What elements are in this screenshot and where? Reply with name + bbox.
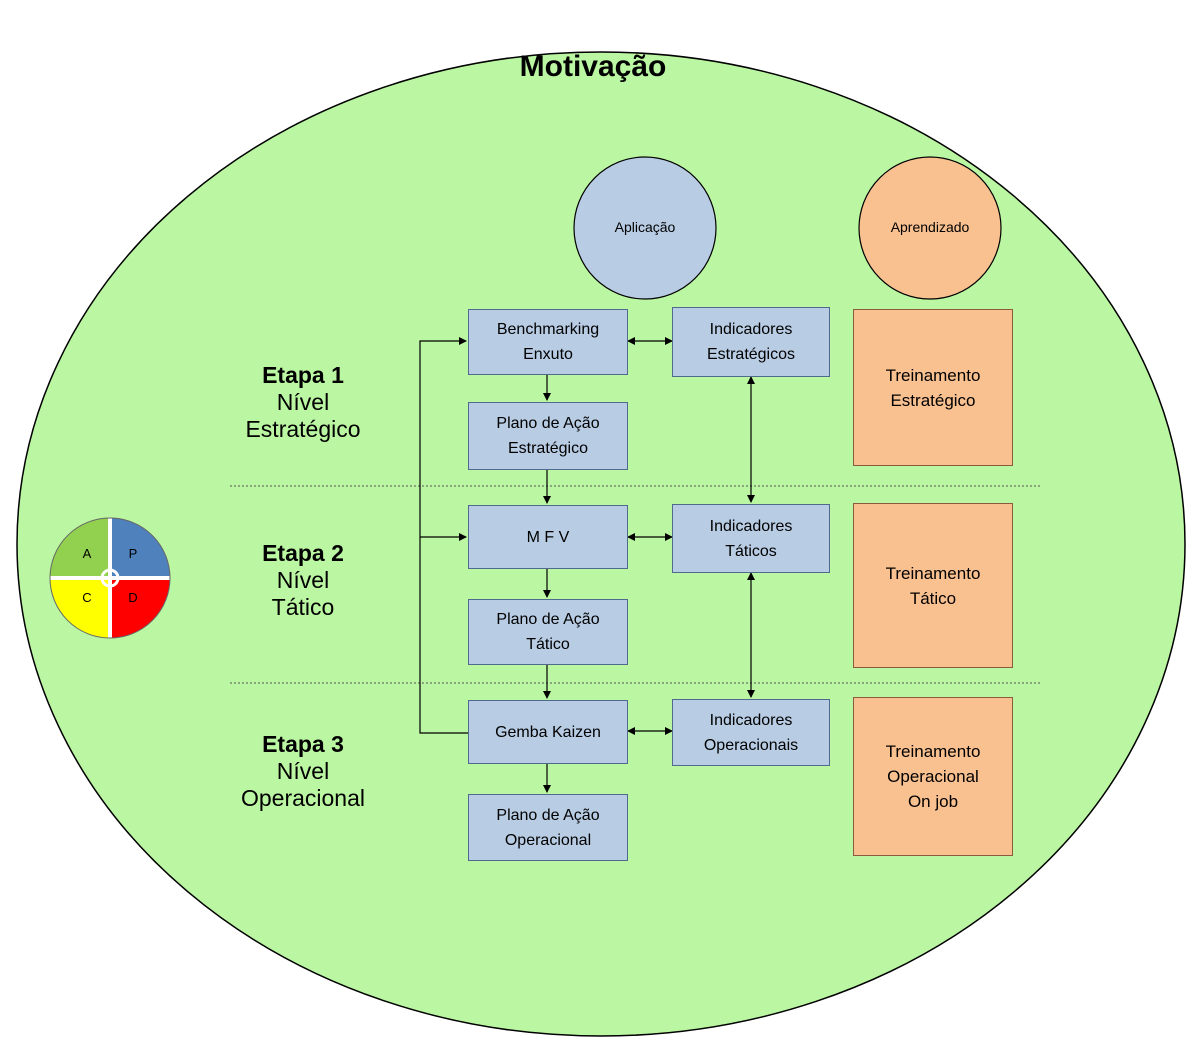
tactical-training-line2: Tático	[909, 588, 957, 608]
operational-plan-line1: Plano de Ação	[496, 806, 600, 824]
pdca-quadrant-p	[110, 518, 170, 578]
mfv-box: M F V	[468, 505, 628, 569]
pdca-letter-a: A	[82, 546, 92, 561]
learning-label: Aprendizado	[890, 219, 970, 235]
operational-plan-line2: Operacional	[504, 831, 592, 849]
pdca-quadrant-c	[50, 578, 110, 638]
stage-1-line1: Nível	[276, 389, 330, 415]
stage-3-line2: Operacional	[240, 785, 366, 811]
benchmarking-line1: Benchmarking	[496, 321, 600, 338]
operational-indicators-line2: Operacionais	[703, 736, 799, 754]
tactical-indicators-line1: Indicadores	[709, 517, 793, 535]
stage-2-title: Etapa 2	[262, 540, 344, 566]
strategic-indicators-box: Indicadores Estratégicos	[672, 307, 830, 377]
stage-1-title: Etapa 1	[262, 362, 344, 388]
operational-indicators-line1: Indicadores	[709, 711, 793, 729]
stage-1-label: Etapa 1 Nível Estratégico	[213, 362, 393, 443]
application-circle	[573, 156, 717, 300]
operational-indicators-box: Indicadores Operacionais	[672, 699, 830, 766]
tactical-indicators-line2: Táticos	[725, 542, 777, 560]
operational-training-line2: Operacional	[887, 767, 979, 786]
stage-2-label: Etapa 2 Nível Tático	[213, 540, 393, 621]
diagram-title: Motivação	[519, 50, 667, 83]
strategic-training-line1: Treinamento	[885, 365, 981, 385]
stage-3-title: Etapa 3	[262, 731, 344, 757]
strategic-plan-line2: Estratégico	[507, 440, 589, 457]
application-label: Aplicação	[614, 219, 676, 235]
operational-training-line3: On job	[907, 792, 959, 811]
operational-action-plan-box: Plano de Ação Operacional	[468, 794, 628, 861]
operational-training-box: Treinamento Operacional On job	[853, 697, 1013, 856]
tactical-action-plan-box: Plano de Ação Tático	[468, 599, 628, 665]
tactical-indicators-box: Indicadores Táticos	[672, 504, 830, 573]
tactical-training-line1: Treinamento	[885, 563, 981, 583]
gemba-kaizen-label: Gemba Kaizen	[495, 723, 601, 741]
tactical-plan-line2: Tático	[526, 636, 570, 653]
pdca-letter-c: C	[82, 590, 92, 605]
stage-2-line2: Tático	[271, 594, 335, 620]
pdca-letter-d: D	[128, 590, 138, 605]
pdca-quadrant-d	[110, 578, 170, 638]
tactical-training-box: Treinamento Tático	[853, 503, 1013, 668]
benchmarking-line2: Enxuto	[523, 346, 573, 363]
strategic-plan-line1: Plano de Ação	[496, 415, 600, 432]
stage-2-line1: Nível	[276, 567, 330, 593]
strategic-indicators-line2: Estratégicos	[706, 346, 796, 363]
strategic-training-box: Treinamento Estratégico	[853, 309, 1013, 466]
mfv-label: M F V	[526, 528, 570, 546]
process-indicator-links	[627, 337, 673, 735]
stage-1-line2: Estratégico	[245, 416, 361, 442]
strategic-action-plan-box: Plano de Ação Estratégico	[468, 402, 628, 470]
pdca-quadrant-a	[50, 518, 110, 578]
pdca-wheel	[49, 517, 171, 639]
pdca-letter-p: P	[128, 546, 138, 561]
stage-3-label: Etapa 3 Nível Operacional	[213, 731, 393, 812]
gemba-kaizen-box: Gemba Kaizen	[468, 700, 628, 764]
benchmarking-box: Benchmarking Enxuto	[468, 309, 628, 375]
feedback-loop	[419, 337, 468, 734]
strategic-indicators-line1: Indicadores	[709, 321, 793, 338]
tactical-plan-line1: Plano de Ação	[496, 611, 600, 628]
stage-3-line1: Nível	[276, 758, 330, 784]
strategic-training-line2: Estratégico	[890, 390, 976, 410]
operational-training-line1: Treinamento	[885, 742, 981, 761]
learning-circle	[858, 156, 1002, 300]
